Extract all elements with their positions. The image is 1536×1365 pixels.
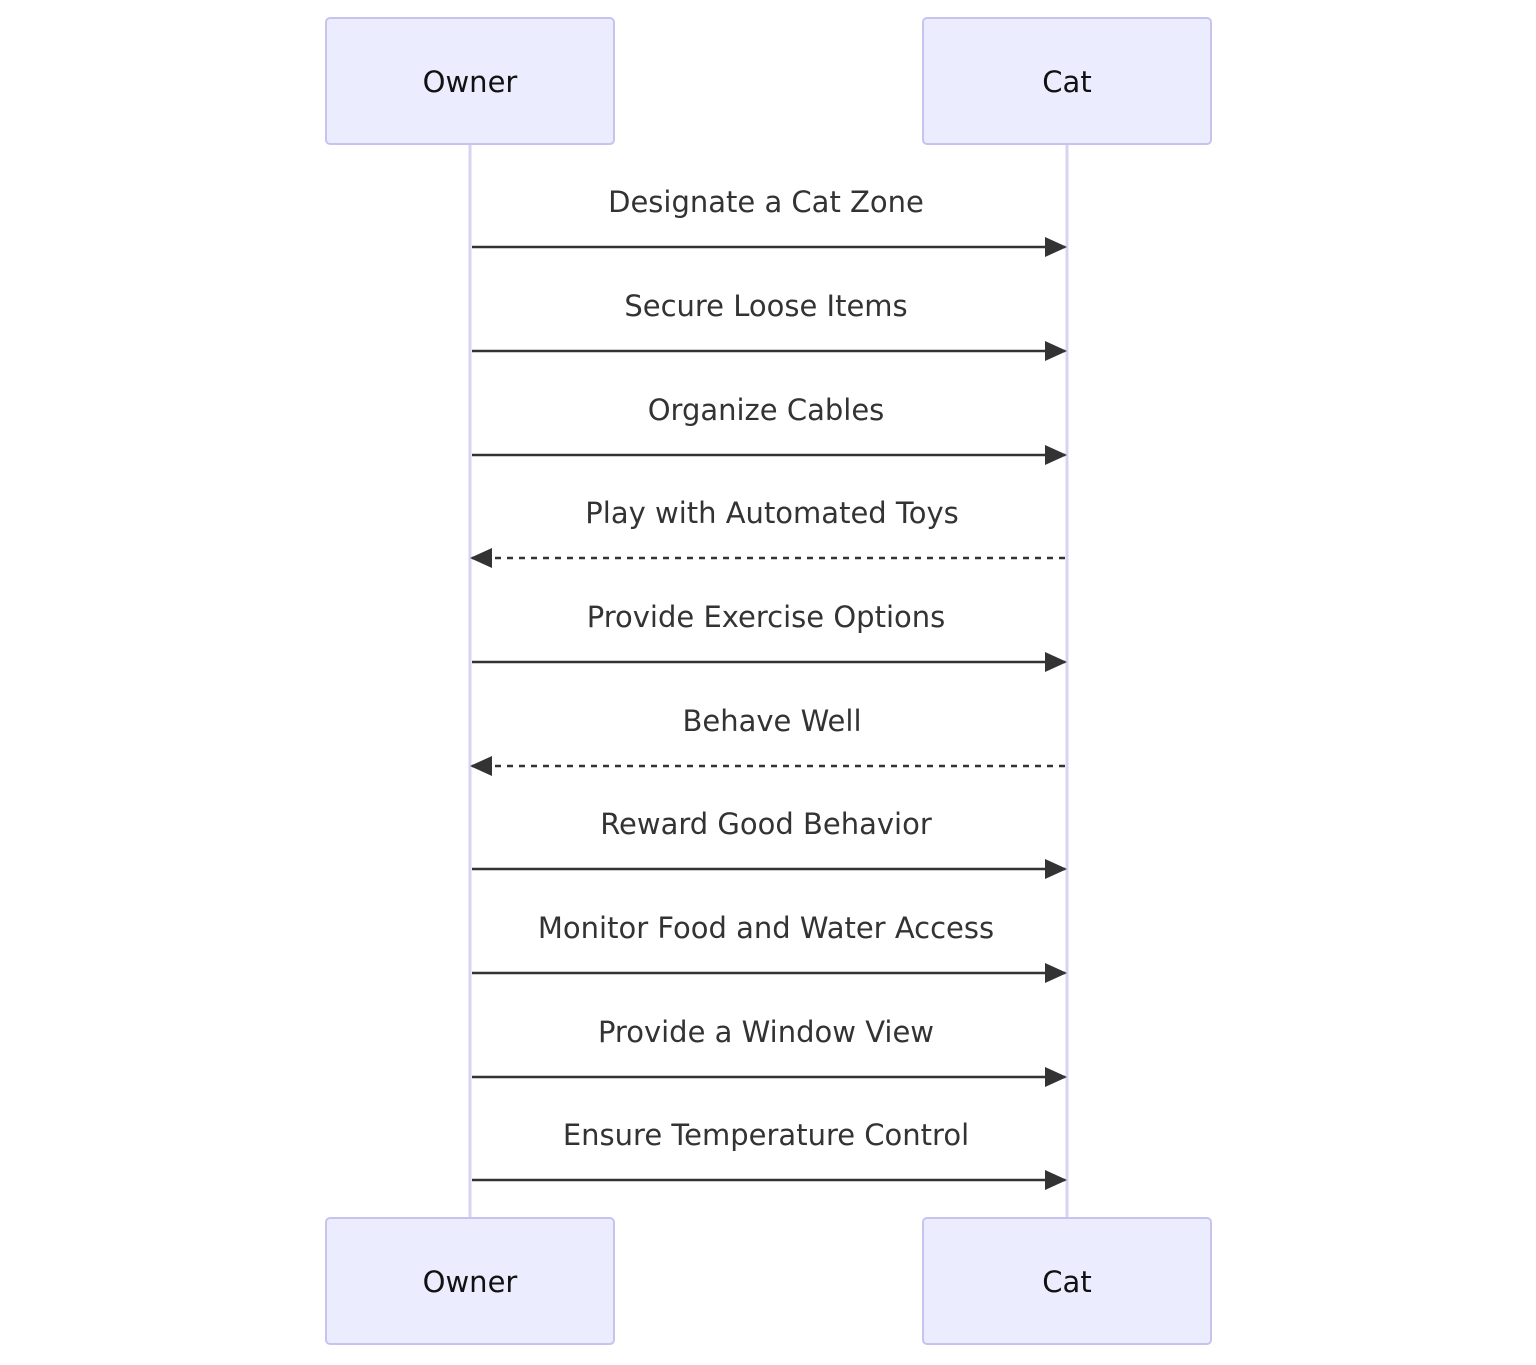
actor-label-cat-top: Cat [1042,65,1091,99]
message-label-9: Provide a Window View [598,1015,934,1049]
actor-label-cat-bottom: Cat [1042,1265,1091,1299]
message-6: Behave Well [470,704,1065,776]
message-1: Designate a Cat Zone [472,185,1067,257]
message-label-4: Play with Automated Toys [585,496,958,530]
message-label-5: Provide Exercise Options [587,600,945,634]
message-label-6: Behave Well [682,704,861,738]
message-8: Monitor Food and Water Access [472,911,1067,983]
actor-box-owner-top: Owner [325,17,615,145]
actor-label-owner-top: Owner [423,65,518,99]
actor-label-owner-bottom: Owner [423,1265,518,1299]
message-label-7: Reward Good Behavior [600,807,932,841]
message-5: Provide Exercise Options [472,600,1067,672]
message-label-3: Organize Cables [648,393,885,427]
message-9: Provide a Window View [472,1015,1067,1087]
message-label-10: Ensure Temperature Control [563,1118,969,1152]
actor-box-cat-bottom: Cat [922,1217,1212,1345]
message-label-8: Monitor Food and Water Access [538,911,994,945]
message-label-2: Secure Loose Items [624,289,907,323]
message-4: Play with Automated Toys [470,496,1065,568]
message-10: Ensure Temperature Control [472,1118,1067,1190]
message-2: Secure Loose Items [472,289,1067,361]
actor-box-owner-bottom: Owner [325,1217,615,1345]
message-7: Reward Good Behavior [472,807,1067,879]
message-3: Organize Cables [472,393,1067,465]
message-label-1: Designate a Cat Zone [608,185,924,219]
actor-box-cat-top: Cat [922,17,1212,145]
